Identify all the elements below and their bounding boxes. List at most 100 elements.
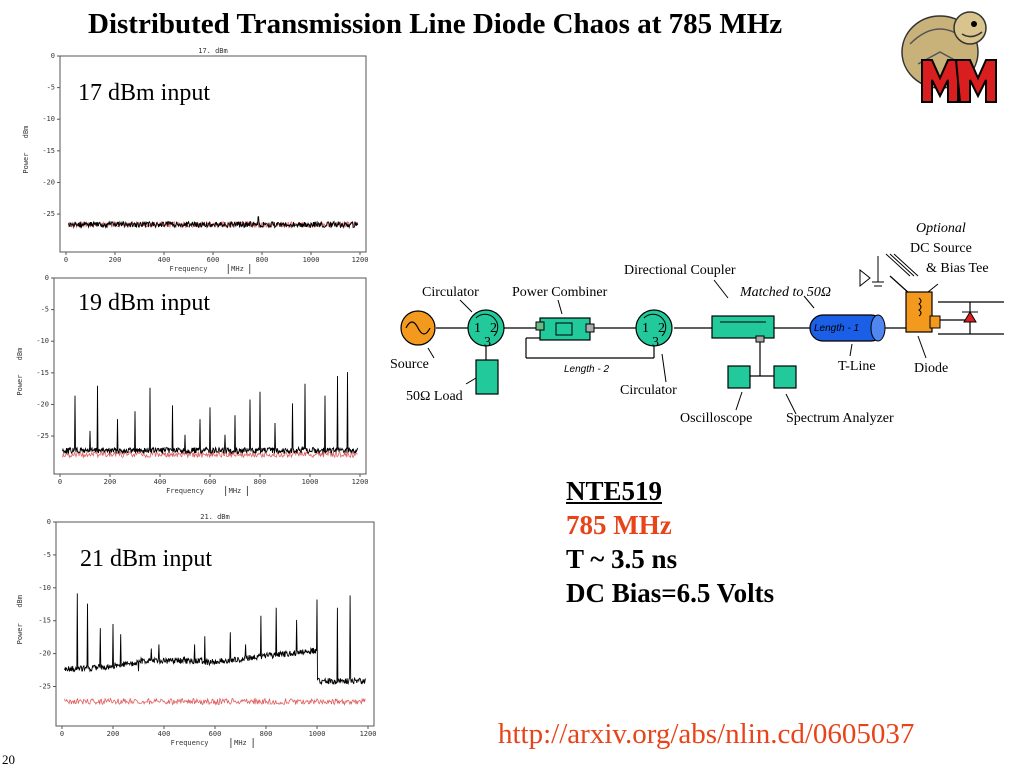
spectrum-trace xyxy=(64,593,366,686)
y-tick-label: 0 xyxy=(45,274,49,282)
bias-tee-label: & Bias Tee xyxy=(926,261,989,276)
x-axis-label: Frequency xyxy=(171,739,209,747)
y-tick-label: 0 xyxy=(51,52,55,60)
circ1-port-3: 3 xyxy=(484,335,491,350)
y-tick-label: -25 xyxy=(42,210,55,218)
x-tick-label: 1200 xyxy=(360,730,377,738)
slide-title: Distributed Transmission Line Diode Chao… xyxy=(88,8,783,40)
frequency-value: 785 MHz xyxy=(566,510,672,540)
circ2-port-1: 1 xyxy=(642,321,649,336)
x-tick-label: 800 xyxy=(260,730,273,738)
y-tick-label: -10 xyxy=(42,115,55,123)
y-tick-label: -5 xyxy=(43,551,51,559)
diode-symbol xyxy=(963,311,977,323)
spectrum-plot-17dbm: 0 -5 -10 -15 -20 -25 0 200 400 600 800 1000 1200 17. … xyxy=(22,47,369,274)
spectrum-trace xyxy=(62,372,358,455)
y-tick-label: -5 xyxy=(47,84,55,92)
x-tick-label: 1200 xyxy=(352,478,369,486)
t-line-label: T-Line xyxy=(838,359,876,374)
plot-label-17dbm: 17 dBm input xyxy=(78,80,211,106)
dc-source-label: DC Source xyxy=(910,241,972,256)
noise-trace xyxy=(64,697,366,707)
x-tick-label: 1000 xyxy=(309,730,326,738)
load-symbol xyxy=(475,359,499,395)
x-tick-label: 600 xyxy=(209,730,222,738)
x-tick-label: 400 xyxy=(158,256,171,264)
spectrum-analyzer-label: Spectrum Analyzer xyxy=(786,411,894,426)
y-tick-label: -25 xyxy=(36,432,49,440)
x-tick-label: 200 xyxy=(109,256,122,264)
circulator-1-label: Circulator xyxy=(422,285,479,300)
circuit-diagram: 1 2 3 1 2 3 Length - 1 xyxy=(390,221,1004,426)
directional-coupler-label: Directional Coupler xyxy=(624,263,736,278)
circ2-port-3: 3 xyxy=(652,335,659,350)
x-tick-label: 0 xyxy=(58,478,62,486)
bias-tee-symbol xyxy=(905,291,933,333)
noise-trace xyxy=(62,450,358,459)
x-axis-label: Frequency xyxy=(166,487,204,495)
plot-header: 21. dBm xyxy=(200,513,230,521)
plot-header: 17. dBm xyxy=(198,47,228,55)
length-1-label: Length - 1 xyxy=(814,323,859,334)
x-tick-label: 1000 xyxy=(303,256,320,264)
plot-label-19dbm: 19 dBm input xyxy=(78,290,211,316)
y-axis-label: Power xyxy=(22,153,30,174)
dc-source-symbol xyxy=(859,253,919,288)
x-tick-label: 600 xyxy=(207,256,220,264)
y-axis-unit: dBm xyxy=(16,348,24,361)
y-tick-label: -15 xyxy=(36,369,49,377)
x-tick-label: 200 xyxy=(104,478,117,486)
y-tick-label: 0 xyxy=(47,518,51,526)
spectrum-analyzer-symbol xyxy=(773,365,797,389)
x-tick-label: 1000 xyxy=(302,478,319,486)
x-tick-label: 1200 xyxy=(352,256,369,264)
x-tick-label: 400 xyxy=(154,478,167,486)
x-tick-label: 0 xyxy=(64,256,68,264)
y-axis-unit: dBm xyxy=(22,126,30,139)
y-tick-label: -10 xyxy=(36,337,49,345)
circ2-port-2: 2 xyxy=(658,321,665,336)
arxiv-link[interactable]: http://arxiv.org/abs/nlin.cd/0605037 xyxy=(498,718,915,750)
plot-label-21dbm: 21 dBm input xyxy=(80,546,213,572)
spectrum-plot-19dbm: 0 -5 -10 -15 -20 -25 0 200 400 600 800 1000 1200Freq… xyxy=(16,274,369,496)
terrapin-logo xyxy=(901,11,997,103)
load-label: 50Ω Load xyxy=(406,389,463,404)
y-tick-label: -15 xyxy=(38,617,51,625)
y-tick-label: -20 xyxy=(42,178,55,186)
x-tick-label: 0 xyxy=(60,730,64,738)
y-tick-label: -25 xyxy=(38,683,51,691)
y-tick-label: -20 xyxy=(38,650,51,658)
circ1-port-2: 2 xyxy=(490,321,497,336)
y-tick-label: -5 xyxy=(41,306,49,314)
optional-label: Optional xyxy=(916,221,966,236)
y-tick-label: -10 xyxy=(38,584,51,592)
oscilloscope-label: Oscilloscope xyxy=(680,411,752,426)
x-axis-label: Frequency xyxy=(170,265,208,273)
page-number: 20 xyxy=(2,752,15,767)
y-axis-unit: dBm xyxy=(16,595,24,608)
oscilloscope-symbol xyxy=(727,365,751,389)
bias-value: DC Bias=6.5 Volts xyxy=(566,578,775,608)
y-axis-label: Power xyxy=(16,375,24,396)
x-tick-label: 800 xyxy=(256,256,269,264)
y-tick-label: -20 xyxy=(36,400,49,408)
spectrum-trace xyxy=(68,216,359,230)
y-tick-label: -15 xyxy=(42,147,55,155)
x-axis-unit: MHz xyxy=(229,487,242,495)
x-axis-unit: MHz xyxy=(231,265,244,273)
x-tick-label: 800 xyxy=(254,478,267,486)
power-combiner-label: Power Combiner xyxy=(512,285,608,300)
x-tick-label: 200 xyxy=(107,730,120,738)
x-tick-label: 400 xyxy=(158,730,171,738)
source-label: Source xyxy=(390,357,429,372)
length-2-label: Length - 2 xyxy=(564,364,609,375)
period-value: T ~ 3.5 ns xyxy=(566,544,678,574)
x-tick-label: 600 xyxy=(204,478,217,486)
y-axis-label: Power xyxy=(16,623,24,644)
spectrum-plot-21dbm: 0 -5 -10 -15 -20 -25 0 200 400 600 800 1000 1200 21. … xyxy=(16,513,377,748)
x-axis-unit: MHz xyxy=(234,739,247,747)
directional-coupler-symbol xyxy=(711,315,775,339)
part-number: NTE519 xyxy=(566,476,663,506)
circ1-port-1: 1 xyxy=(474,321,481,336)
matched-label: Matched to 50Ω xyxy=(739,285,831,300)
